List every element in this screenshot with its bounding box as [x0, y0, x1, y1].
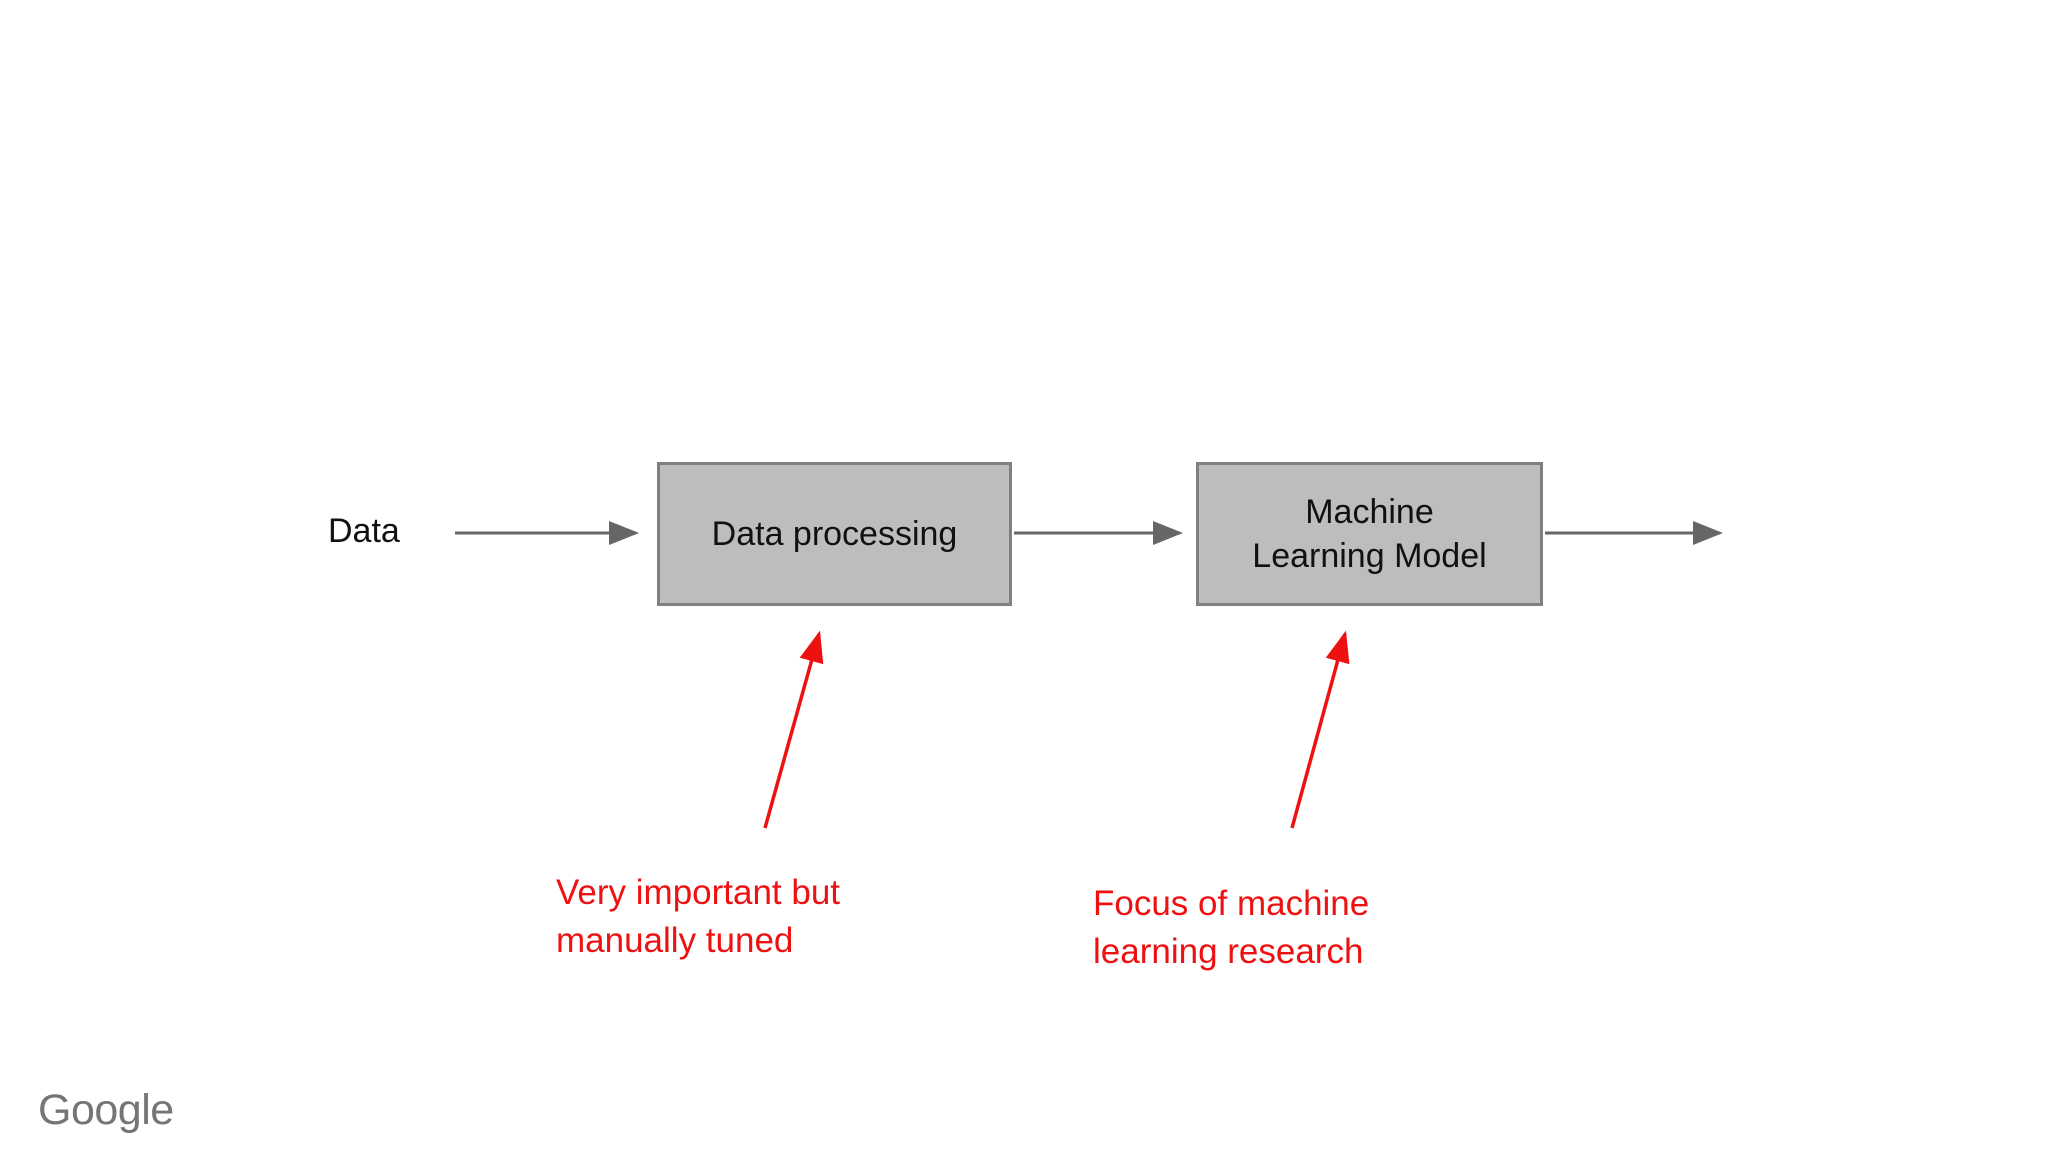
annotation-arrow-ml-model — [1290, 630, 1350, 829]
node-ml-model-label-line1: Machine — [1305, 493, 1434, 531]
annotation-data-processing-line1: Very important but — [556, 873, 841, 912]
annotation-arrow-data-processing — [763, 630, 824, 829]
annotation-ml-model-line2: learning research — [1093, 932, 1364, 971]
input-data-label: Data — [328, 512, 400, 550]
annotation-data-processing: Very important but manually tuned — [556, 869, 840, 965]
annotation-ml-model: Focus of machine learning research — [1093, 880, 1369, 976]
node-ml-model: Machine Learning Model — [1196, 462, 1543, 606]
node-ml-model-label: Machine Learning Model — [1252, 490, 1486, 578]
annotation-ml-model-line1: Focus of machine — [1093, 884, 1370, 923]
node-ml-model-label-line2: Learning Model — [1252, 537, 1487, 575]
node-data-processing: Data processing — [657, 462, 1012, 606]
google-logo: Google — [38, 1086, 174, 1134]
node-data-processing-label: Data processing — [711, 515, 958, 553]
annotation-data-processing-line2: manually tuned — [556, 921, 794, 960]
